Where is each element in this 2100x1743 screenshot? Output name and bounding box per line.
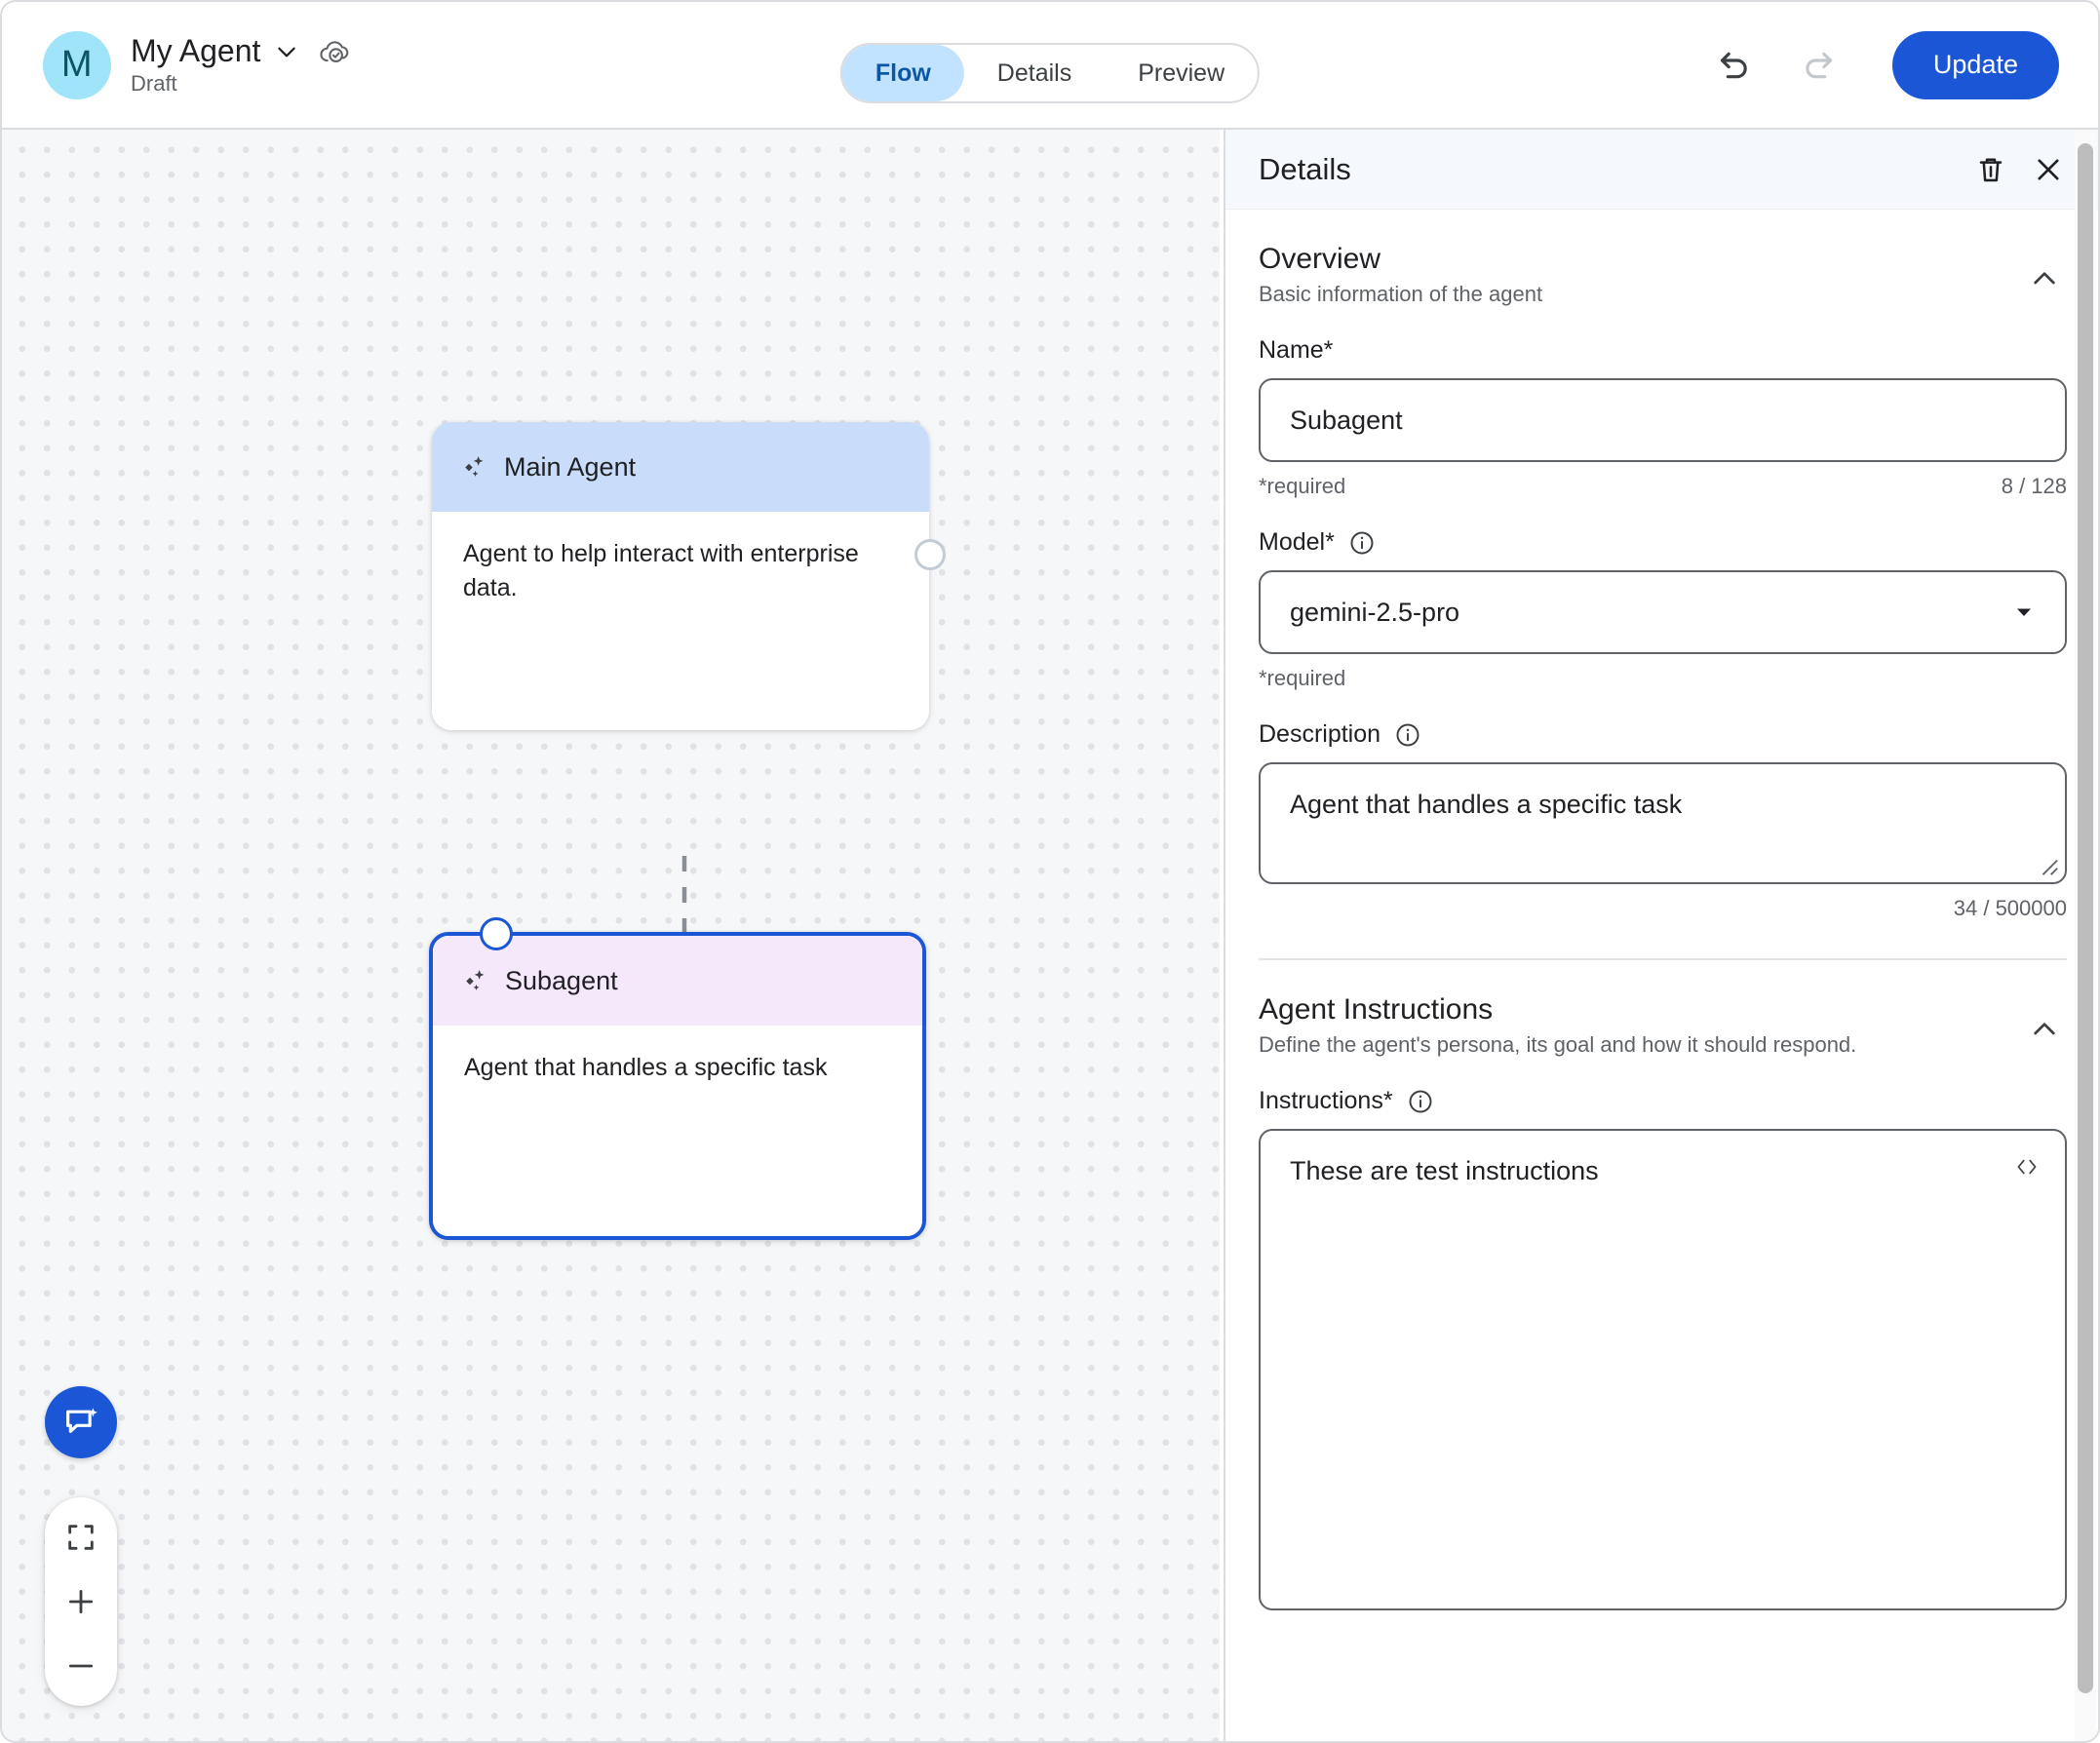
gemini-sparkle-icon <box>462 966 491 995</box>
code-brackets-icon[interactable] <box>2012 1154 2042 1186</box>
zoom-out-button[interactable] <box>53 1638 109 1694</box>
details-panel-title: Details <box>1259 151 1351 186</box>
name-label: Name* <box>1259 336 2067 365</box>
fit-screen-icon[interactable] <box>53 1509 109 1566</box>
page-title: My Agent <box>131 33 261 68</box>
avatar: M <box>43 30 111 99</box>
app-header: M My Agent Draft <box>2 2 2098 130</box>
update-button[interactable]: Update <box>1891 30 2059 99</box>
flow-node-title: Main Agent <box>504 451 637 482</box>
flow-node-header: Subagent <box>433 936 922 1026</box>
field-model: Model* gemini-2.5-pro *required <box>1259 528 2067 691</box>
model-select-value: gemini-2.5-pro <box>1290 597 1460 627</box>
instructions-textarea[interactable]: These are test instructions <box>1259 1129 2067 1610</box>
section-subtitle: Define the agent's persona, its goal and… <box>1259 1032 1857 1057</box>
view-tabs: Flow Details Preview <box>839 43 1261 103</box>
description-textarea[interactable]: Agent that handles a specific task <box>1259 762 2067 884</box>
name-input[interactable]: Subagent <box>1259 378 2067 462</box>
header-actions: Update <box>1707 30 2059 99</box>
flow-canvas[interactable]: Main Agent Agent to help interact with e… <box>2 130 1220 1741</box>
undo-icon[interactable] <box>1707 38 1762 93</box>
flow-node-subagent[interactable]: Subagent Agent that handles a specific t… <box>429 917 926 1240</box>
caret-down-icon <box>2012 600 2036 624</box>
panel-scrollbar-thumb[interactable] <box>2078 143 2093 1693</box>
tab-flow[interactable]: Flow <box>841 45 964 101</box>
model-select[interactable]: gemini-2.5-pro <box>1259 570 2067 654</box>
section-divider <box>1259 958 2067 960</box>
resize-grip[interactable] <box>2038 855 2059 876</box>
info-icon[interactable] <box>1394 721 1421 749</box>
section-title: Agent Instructions <box>1259 993 1494 1026</box>
field-instructions: Instructions* These are test instruction… <box>1259 1087 2067 1610</box>
chevron-up-icon[interactable] <box>2022 1007 2067 1052</box>
node-handle-top[interactable] <box>480 917 513 950</box>
instructions-label-text: Instructions* <box>1259 1087 1393 1114</box>
model-helper: *required <box>1259 666 1346 690</box>
model-label: Model* <box>1259 528 2067 557</box>
info-icon[interactable] <box>1348 529 1376 557</box>
trash-icon[interactable] <box>1975 154 2006 185</box>
info-icon[interactable] <box>1407 1088 1434 1115</box>
close-icon[interactable] <box>2032 153 2065 186</box>
tab-details[interactable]: Details <box>996 58 1072 87</box>
section-title: Overview <box>1259 243 1381 275</box>
flow-node-main-agent[interactable]: Main Agent Agent to help interact with e… <box>432 422 946 730</box>
canvas-zoom-controls <box>45 1497 117 1706</box>
details-panel: Details <box>1224 130 2098 1741</box>
name-helper: *required <box>1259 474 1346 498</box>
details-panel-header: Details <box>1225 130 2098 210</box>
name-input-value: Subagent <box>1290 405 1403 435</box>
node-handle-right[interactable] <box>914 539 946 570</box>
description-label: Description <box>1259 720 2067 749</box>
chevron-down-icon[interactable] <box>274 39 299 64</box>
cloud-done-icon <box>313 35 352 68</box>
section-agent-instructions-header: Agent Instructions Define the agent's pe… <box>1259 960 2067 1058</box>
flow-node-header: Main Agent <box>432 422 929 512</box>
name-label-text: Name* <box>1259 336 1334 364</box>
panel-scrollbar[interactable] <box>2075 130 2096 1741</box>
tab-preview[interactable]: Preview <box>1138 58 1225 87</box>
description-label-text: Description <box>1259 720 1381 748</box>
section-subtitle: Basic information of the agent <box>1259 282 1543 306</box>
flow-node-title: Subagent <box>505 965 618 995</box>
agent-status: Draft <box>131 71 177 96</box>
gemini-sparkle-icon <box>461 452 490 482</box>
flow-node-description: Agent that handles a specific task <box>464 1054 828 1081</box>
chat-sparkle-icon[interactable] <box>45 1386 117 1458</box>
zoom-in-button[interactable] <box>53 1573 109 1630</box>
model-label-text: Model* <box>1259 528 1335 556</box>
description-value: Agent that handles a specific task <box>1290 790 1683 819</box>
details-panel-body: Overview Basic information of the agent … <box>1225 210 2098 1741</box>
field-name: Name* Subagent *required 8 / 128 <box>1259 336 2067 499</box>
chevron-up-icon[interactable] <box>2022 256 2067 301</box>
instructions-value: These are test instructions <box>1290 1156 1599 1185</box>
agent-brand: M My Agent Draft <box>43 30 352 99</box>
name-counter: 8 / 128 <box>2001 474 2067 498</box>
field-description: Description Agent that handles a specifi… <box>1259 720 2067 921</box>
section-overview-header: Overview Basic information of the agent <box>1259 210 2067 307</box>
flow-node-description: Agent to help interact with enterprise d… <box>463 540 859 601</box>
instructions-label: Instructions* <box>1259 1087 2067 1115</box>
redo-icon[interactable] <box>1791 38 1846 93</box>
description-counter: 34 / 500000 <box>1953 896 2067 920</box>
